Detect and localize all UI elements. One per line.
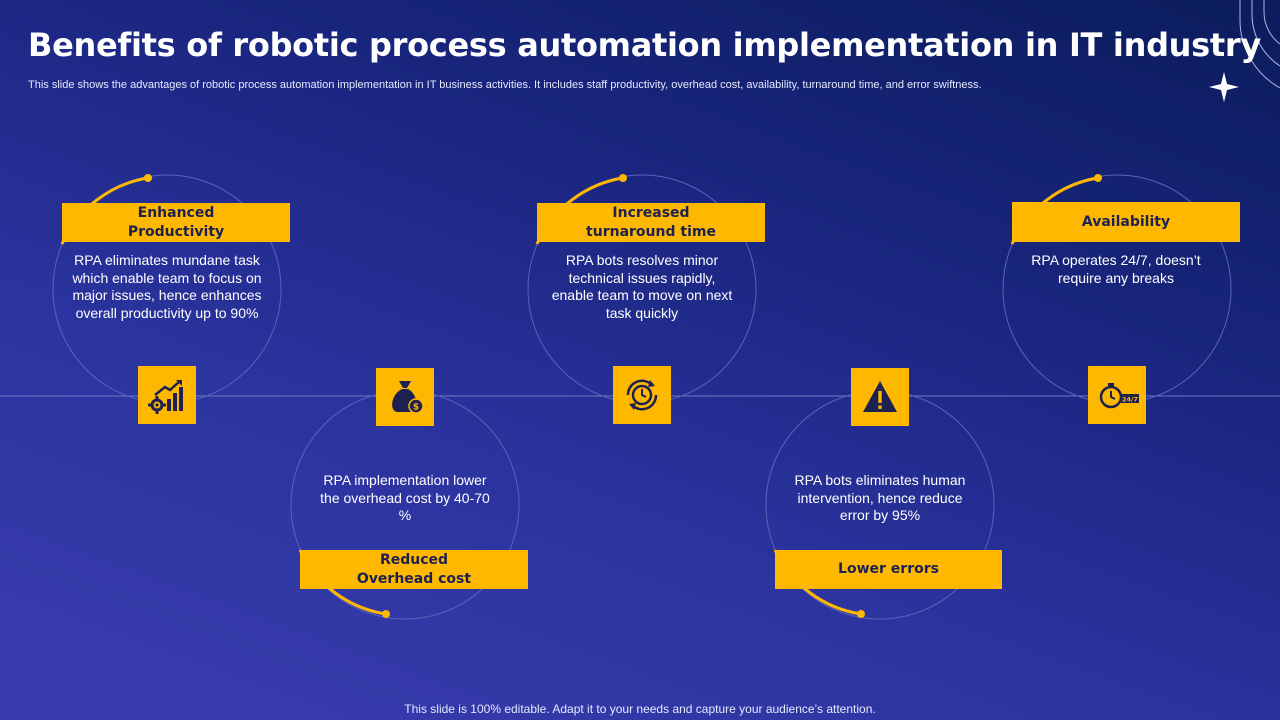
- label-line: Overhead cost: [356, 570, 472, 587]
- icon-box-errors: [851, 368, 909, 426]
- icon-box-availability: 24/7: [1088, 366, 1146, 424]
- arc-dot-overhead: [382, 610, 390, 618]
- label-line: turnaround time: [586, 223, 716, 240]
- arc-dot-errors: [857, 610, 865, 618]
- arc-dot-productivity: [144, 174, 152, 182]
- text-increased-turnaround-time: RPA bots resolves minor technical issues…: [551, 252, 733, 321]
- text-availability: RPA operates 24/7, doesn’t require any b…: [1031, 252, 1201, 286]
- label-reduced-overhead-cost: Reduced Overhead cost: [300, 550, 528, 589]
- stopwatch-24-7-icon: 24/7: [1099, 383, 1139, 409]
- text-reduced-overhead-cost: RPA implementation lower the overhead co…: [320, 472, 490, 524]
- label-line: Lower errors: [838, 561, 939, 577]
- arc-dot-turnaround: [619, 174, 627, 182]
- slide-title: Benefits of robotic process automation i…: [28, 26, 1261, 64]
- text-enhanced-productivity: RPA eliminates mundane task which enable…: [72, 252, 262, 321]
- label-availability: Availability: [1012, 202, 1240, 242]
- slide-subtitle: This slide shows the advantages of robot…: [28, 79, 982, 91]
- label-line: Increased: [612, 204, 690, 221]
- corner-arcs-decoration: [1239, 0, 1280, 89]
- svg-text:$: $: [413, 403, 419, 413]
- label-enhanced-productivity: Enhanced Productivity: [62, 203, 290, 242]
- label-line: Availability: [1081, 213, 1171, 230]
- icon-box-turnaround: [613, 366, 671, 424]
- icon-caption: 24/7: [1122, 396, 1138, 404]
- money-bag-icon: $: [392, 381, 424, 414]
- icon-box-productivity: [138, 366, 196, 424]
- label-line: Productivity: [127, 223, 225, 240]
- label-line: Enhanced: [137, 204, 215, 221]
- clock-cycle-icon: [626, 379, 658, 411]
- arc-dot-availability: [1094, 174, 1102, 182]
- slide-footer: This slide is 100% editable. Adapt it to…: [404, 702, 876, 716]
- text-lower-errors: RPA bots eliminates human intervention, …: [794, 472, 966, 524]
- label-line: Reduced: [379, 551, 449, 568]
- icon-box-overhead: $: [376, 368, 434, 426]
- label-increased-turnaround-time: Increased turnaround time: [537, 203, 765, 242]
- productivity-growth-icon: [147, 380, 183, 415]
- sparkle-star-icon: [1209, 72, 1239, 102]
- warning-icon: [863, 381, 897, 412]
- label-lower-errors: Lower errors: [775, 550, 1002, 589]
